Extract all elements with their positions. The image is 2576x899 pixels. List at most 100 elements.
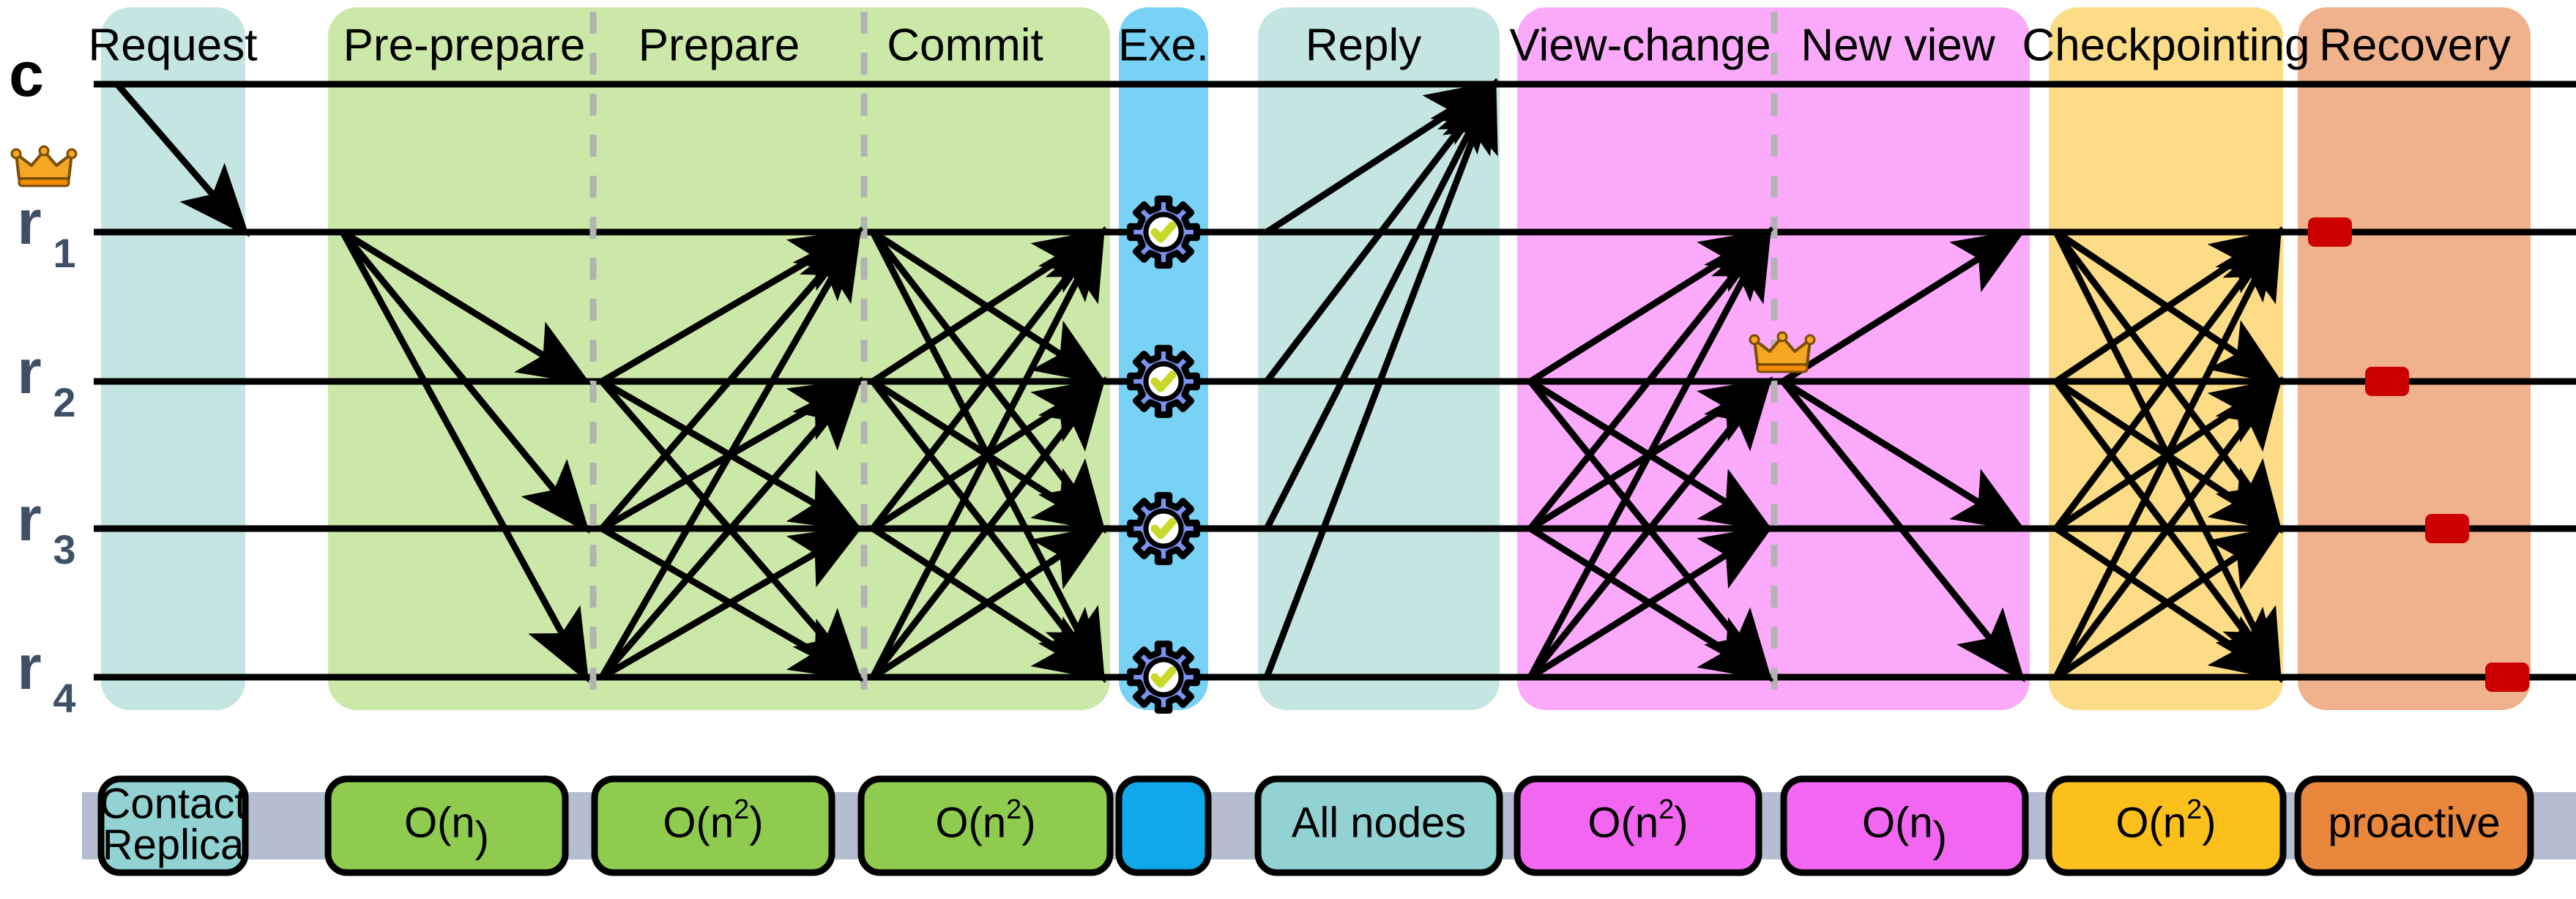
pill-request-label-line-1: Replica	[103, 821, 245, 868]
crown-jewel-1	[1776, 331, 1788, 343]
pill-exe-shape[interactable]	[1115, 775, 1212, 876]
pill-commit[interactable]: O(n2)	[857, 775, 1114, 876]
check-icon	[1150, 666, 1177, 688]
actor-label-c-text: c	[9, 40, 44, 110]
phase-band-recovery	[2298, 7, 2531, 710]
msg-reply-r3-to-c	[1263, 78, 1497, 531]
pill-newview-shape[interactable]	[1780, 775, 2029, 876]
check-icon	[1150, 370, 1177, 392]
gear-icon-gear-r4	[1127, 641, 1200, 714]
crown-jewel-1	[38, 145, 50, 157]
phase-band-consensus	[328, 7, 1110, 710]
title-preprepare: Pre-prepare	[343, 20, 586, 70]
msg-commit-r4-to-r2	[870, 376, 1106, 679]
actor-label-r2-subscript: 2	[53, 379, 75, 425]
pill-reply-shape[interactable]	[1254, 775, 1503, 876]
actor-label-r4-subscript: 4	[53, 675, 75, 721]
crown-jewel-2	[66, 148, 78, 160]
crown-icon-crown-primary-r1	[10, 145, 78, 187]
pill-request-shape[interactable]	[97, 775, 249, 876]
crown-jewel-0	[10, 148, 22, 160]
crown-icon-crown-primary-r2	[1749, 331, 1816, 373]
pill-checkpointing-shape[interactable]	[2045, 775, 2287, 876]
gear-icon-gear-r2	[1127, 345, 1200, 418]
recovery-marker-r1	[2308, 217, 2352, 247]
pill-exe[interactable]	[1115, 775, 1212, 876]
title-request: Request	[89, 20, 258, 70]
msg-checkpoint-r4-to-r1	[2052, 225, 2282, 679]
msg-checkpoint-r4-to-r2	[2053, 376, 2283, 679]
msg-reply-r4-to-c	[1263, 78, 1498, 679]
crown-base	[18, 177, 70, 187]
pill-prepare[interactable]: O(n2)	[591, 775, 835, 876]
actor-label-r4-text: r	[17, 633, 41, 703]
msg-request-c-to-r1	[114, 82, 250, 237]
msg-prepare-r4-to-r2	[599, 376, 863, 679]
msg-newview-r2-to-r4	[1780, 379, 2025, 683]
msg-viewchange-r4-to-r2	[1527, 376, 1773, 679]
title-reply: Reply	[1306, 20, 1422, 70]
msg-viewchange-r4-to-r3	[1528, 525, 1774, 680]
gear-icon-gear-r3	[1127, 492, 1200, 565]
actor-label-r1-text: r	[17, 187, 41, 258]
pill-viewchange[interactable]: O(n2)	[1514, 775, 1762, 876]
msg-commit-r4-to-r1	[869, 225, 1106, 679]
recovery-marker-r4	[2485, 663, 2529, 692]
pill-checkpointing-label: O(n2)	[2115, 794, 2216, 846]
title-recovery: Recovery	[2319, 20, 2511, 70]
msg-viewchange-r4-to-r1	[1527, 226, 1772, 679]
pill-checkpointing[interactable]: O(n2)	[2045, 775, 2287, 876]
title-prepare: Prepare	[639, 20, 800, 70]
pill-viewchange-shape[interactable]	[1514, 775, 1762, 876]
pill-reply[interactable]: All nodes	[1254, 775, 1503, 876]
crown-jewel-0	[1749, 334, 1760, 346]
msg-preprepare-r1-to-r4	[340, 230, 589, 683]
primary-crowns-group	[10, 145, 1816, 373]
msg-preprepare-r1-to-r2	[340, 229, 592, 385]
actor-label-r1-subscript: 1	[53, 230, 75, 276]
check-icon	[1150, 518, 1177, 540]
phase-band-request	[101, 7, 245, 710]
msg-prepare-r4-to-r3	[600, 525, 864, 680]
pill-recovery-label: proactive	[2328, 799, 2500, 846]
msg-preprepare-r1-to-r3	[340, 230, 590, 534]
msg-newview-r2-to-r3	[1781, 378, 2027, 532]
recovery-marker-r2	[2365, 367, 2409, 396]
pill-newview[interactable]: O(n)	[1780, 775, 2029, 876]
actor-label-r3-text: r	[17, 484, 41, 554]
actor-label-r3-subscript: 3	[53, 526, 75, 572]
msg-checkpoint-r4-to-r3	[2054, 525, 2285, 680]
pill-prepare-shape[interactable]	[591, 775, 835, 876]
gear-icon-gear-r1	[1127, 195, 1200, 269]
title-newview: New view	[1801, 20, 1995, 70]
pill-recovery-shape[interactable]	[2294, 775, 2534, 876]
title-exe: Exe.	[1118, 20, 1209, 70]
actor-label-c: c	[9, 40, 44, 110]
recovery-marker-r3	[2425, 514, 2469, 543]
msg-prepare-r4-to-r1	[599, 226, 862, 679]
actor-label-r2-text: r	[17, 337, 41, 407]
messages-group	[114, 78, 2285, 684]
execute-gears-group	[1127, 195, 1200, 714]
pill-request-label-line-0: Contact	[100, 780, 247, 827]
pill-recovery[interactable]: proactive	[2294, 775, 2534, 876]
crown-jewel-2	[1804, 334, 1816, 346]
pill-preprepare-shape[interactable]	[324, 775, 569, 876]
pill-preprepare[interactable]: O(n)	[324, 775, 569, 876]
title-checkpointing: Checkpointing	[2022, 20, 2310, 70]
msg-newview-r2-to-r1	[1781, 228, 2027, 384]
crown-base	[1756, 363, 1809, 373]
title-viewchange: View-change	[1509, 20, 1771, 70]
msg-commit-r4-to-r3	[871, 525, 1108, 680]
pill-commit-shape[interactable]	[857, 775, 1114, 876]
check-icon	[1150, 221, 1177, 243]
